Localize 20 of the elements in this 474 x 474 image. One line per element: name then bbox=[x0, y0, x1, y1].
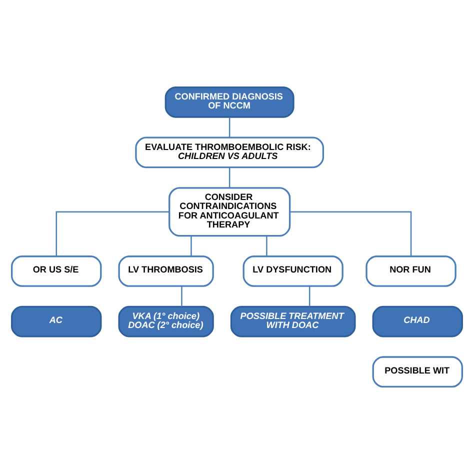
node-box: AC bbox=[11, 306, 102, 338]
connector bbox=[266, 236, 268, 256]
connector bbox=[308, 286, 310, 306]
node-box: CONSIDER CONTRAINDICATIONS FOR ANTICOAGULANT THERAPY bbox=[168, 187, 291, 237]
node-box: LV THROMBOSIS bbox=[118, 256, 214, 287]
connector bbox=[56, 211, 170, 256]
connector bbox=[228, 167, 230, 188]
node-box: OR US S/E bbox=[11, 256, 102, 287]
node-box: NOR FUN bbox=[366, 256, 456, 287]
node-box: CHAD bbox=[372, 306, 463, 338]
node-box: CONFIRMED DIAGNOSIS OF NCCM bbox=[164, 86, 294, 118]
node-box: EVALUATE THROMBOEMBOLIC RISK: CHILDREN VS ADULTS bbox=[135, 136, 324, 168]
node-box: VKA (1° choice) DOAC (2° choice) bbox=[118, 306, 214, 338]
node-box: LV DYSFUNCTION bbox=[242, 256, 344, 287]
node-box: POSSIBLE TREATMENT WITH DOAC bbox=[230, 306, 356, 338]
connector bbox=[228, 117, 230, 138]
connector bbox=[181, 286, 182, 306]
connector bbox=[190, 236, 192, 256]
node-box: POSSIBLE WIT bbox=[372, 356, 463, 388]
connector bbox=[290, 211, 412, 256]
